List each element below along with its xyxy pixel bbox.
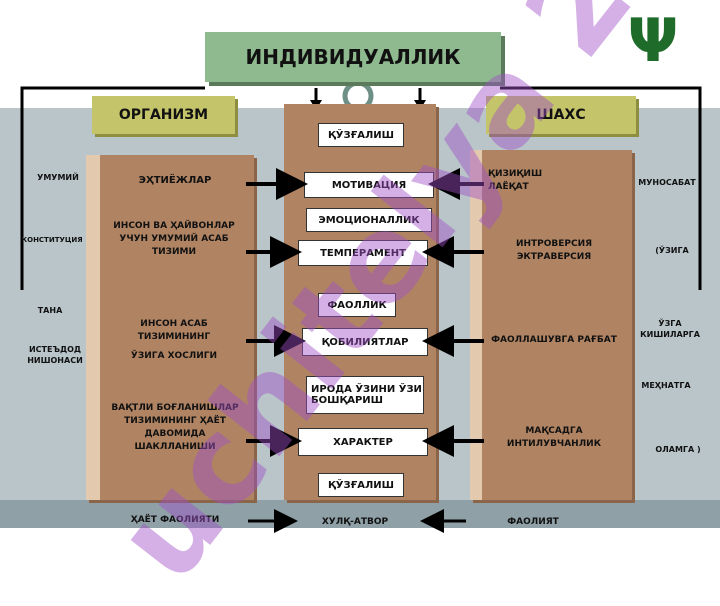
left-item-asab-tizimi: ИНСОН АСАБ ТИЗИМИНИНГ	[137, 319, 211, 342]
left-item-ehtiyojlar: ЭҲТИЁЖЛАР	[138, 175, 212, 186]
right-item-introversiya: ИНТРОВЕРСИЯ ЭКТРАВЕРСИЯ	[515, 239, 593, 262]
shakhs-header: ШАХС	[486, 96, 636, 134]
left-item-umumiy-asab: ИНСОН ВА ҲАЙВОНЛАР УЧУН УМУМИЙ АСАБ ТИЗИ…	[113, 221, 235, 257]
left-side-konstitutsiya: КОНСТИТУЦИЯ	[21, 236, 83, 244]
bottom-khulq-atvor: ХУЛҚ-АТВОР	[321, 517, 389, 527]
right-item-faollashuv: ФАОЛЛАШУВГА РАҒБАТ	[491, 335, 617, 345]
right-column-edge	[470, 150, 482, 500]
right-item-qiziqish: ҚИЗИҚИШ ЛАЁҚАТ	[488, 169, 543, 192]
left-side-isteddod: ИСТЕЪДОД НИШОНАСИ	[27, 345, 83, 365]
bottom-hayot-faoliyati: ҲАЁТ ФАОЛИЯТИ	[130, 515, 220, 525]
arrows	[246, 168, 484, 533]
bottom-band	[0, 500, 720, 528]
center-item-emotsionallik: ЭМОЦИОНАЛЛИК	[306, 208, 432, 232]
left-item-ozgacha: ЎЗИГА ХОСЛИГИ	[130, 351, 218, 361]
organism-header: ОРГАНИЗМ	[92, 96, 235, 134]
bottom-faoliyat: ФАОЛИЯТ	[507, 517, 559, 527]
center-item-faollik: ФАОЛЛИК	[318, 293, 396, 317]
left-side-tana: ТАНА	[37, 306, 63, 315]
right-side-munosabat: МУНОСАБАТ	[638, 178, 696, 187]
left-column	[86, 155, 254, 500]
right-item-maqsad: МАҚСАДГА ИНТИЛУВЧАНЛИК	[506, 426, 602, 449]
right-side-mehnatga: МЕҲНАТГА	[641, 381, 691, 390]
left-side-umumiy: УМУМИЙ	[37, 173, 79, 182]
center-item-kharakter: ХАРАКТЕР	[298, 428, 428, 456]
right-side-oziga: (ЎЗИГА	[655, 246, 689, 255]
center-item-qozgalish-top: ҚЎЗҒАЛИШ	[318, 123, 404, 147]
center-item-motivatsiya: МОТИВАЦИЯ	[304, 172, 434, 198]
left-item-vaqtli: ВАҚТЛИ БОҒЛАНИШЛАР ТИЗИМИНИНГ ҲАЁТ ДАВОМ…	[111, 403, 239, 452]
center-item-iroda: ИРОДА ЎЗИНИ ЎЗИ БОШҚАРИШ	[306, 376, 424, 414]
right-column	[470, 150, 632, 500]
page-title: ИНДИВИДУАЛЛИК	[205, 32, 501, 82]
center-item-qobiliyatlar: ҚОБИЛИЯТЛАР	[302, 328, 428, 356]
center-item-temperament: ТЕМПЕРАМЕНТ	[298, 240, 428, 266]
right-side-olamga: ОЛАМГА )	[655, 445, 701, 454]
right-side-ozga-kishilarga: ЎЗГА КИШИЛАРГА	[640, 319, 700, 339]
psi-logo-icon: Ψ	[627, 6, 679, 76]
left-column-edge	[86, 155, 100, 500]
center-item-qozgalish-bottom: ҚЎЗҒАЛИШ	[318, 473, 404, 497]
